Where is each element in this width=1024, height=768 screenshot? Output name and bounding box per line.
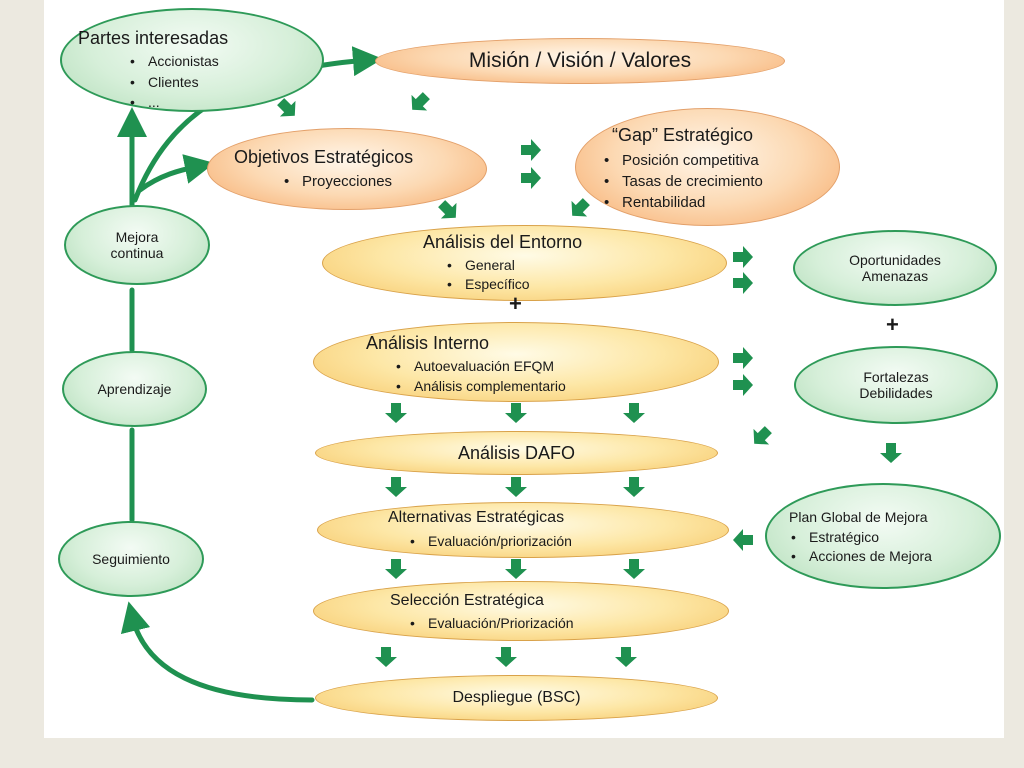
fortalezas-line2: Debilidades (859, 385, 933, 401)
mejora-line1: Mejora (115, 229, 159, 245)
despliegue-title: Despliegue (BSC) (452, 689, 581, 706)
interno-item: Análisis complementario (396, 378, 566, 394)
interno-item: Autoevaluación EFQM (396, 358, 554, 374)
plan-global-mejora-node: Plan Global de Mejora Estratégico Accion… (765, 483, 1001, 589)
entorno-item: General (447, 257, 515, 273)
partes-item: ... (130, 94, 160, 110)
aprendizaje-title: Aprendizaje (97, 381, 172, 397)
gap-item: Tasas de crecimiento (604, 173, 763, 190)
fortalezas-debilidades-node: Fortalezas Debilidades (794, 346, 998, 424)
alternativas-estrategicas-node: Alternativas Estratégicas Evaluación/pri… (317, 502, 729, 558)
seleccion-title: Selección Estratégica (390, 592, 544, 609)
analisis-entorno-node: Análisis del Entorno General Específico (322, 225, 727, 301)
alternativas-title: Alternativas Estratégicas (388, 509, 565, 526)
objetivos-item: Proyecciones (284, 173, 392, 190)
gap-title: “Gap” Estratégico (612, 125, 754, 145)
fortalezas-line1: Fortalezas (863, 369, 929, 385)
mejora-continua-node: Mejora continua (64, 205, 210, 285)
seguimiento-title: Seguimiento (92, 551, 170, 567)
plan-item: Acciones de Mejora (791, 548, 932, 564)
seguimiento-node: Seguimiento (58, 521, 204, 597)
oportunidades-amenazas-node: Oportunidades Amenazas (793, 230, 997, 306)
plus-sign: + (509, 291, 522, 316)
analisis-dafo-node: Análisis DAFO (315, 431, 718, 475)
objetivos-title: Objetivos Estratégicos (234, 147, 414, 167)
partes-item: Clientes (130, 74, 199, 90)
partes-title: Partes interesadas (78, 28, 229, 48)
entorno-item: Específico (447, 276, 530, 292)
gap-item: Rentabilidad (604, 194, 705, 211)
alternativas-item: Evaluación/priorización (410, 533, 572, 549)
mision-title: Misión / Visión / Valores (468, 49, 692, 72)
oportunidades-line2: Amenazas (861, 268, 929, 284)
plus-sign: + (886, 312, 899, 337)
mejora-line2: continua (110, 245, 164, 261)
interno-title: Análisis Interno (366, 333, 490, 353)
mision-vision-valores-node: Misión / Visión / Valores (375, 38, 785, 84)
seleccion-estrategica-node: Selección Estratégica Evaluación/Prioriz… (313, 581, 729, 641)
partes-item: Accionistas (130, 53, 219, 69)
oportunidades-line1: Oportunidades (849, 252, 941, 268)
seleccion-item: Evaluación/Priorización (410, 615, 574, 631)
aprendizaje-node: Aprendizaje (62, 351, 207, 427)
plan-title: Plan Global de Mejora (789, 509, 928, 525)
entorno-title: Análisis del Entorno (423, 232, 583, 252)
gap-item: Posición competitiva (604, 152, 759, 169)
analisis-interno-node: Análisis Interno Autoevaluación EFQM Aná… (313, 322, 719, 402)
plan-item: Estratégico (791, 529, 879, 545)
objetivos-estrategicos-node: Objetivos Estratégicos Proyecciones (207, 128, 487, 210)
partes-interesadas-node: Partes interesadas Accionistas Clientes … (60, 8, 324, 112)
gap-estrategico-node: “Gap” Estratégico Posición competitiva T… (575, 108, 840, 226)
despliegue-bsc-node: Despliegue (BSC) (315, 675, 718, 721)
dafo-title: Análisis DAFO (457, 442, 576, 463)
